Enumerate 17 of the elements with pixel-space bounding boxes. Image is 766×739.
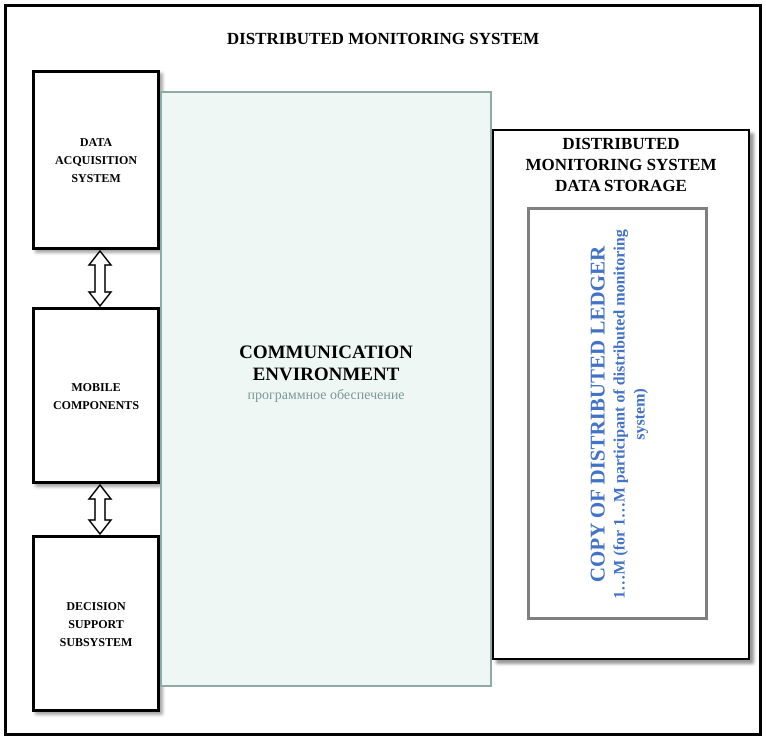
double-arrow	[87, 250, 113, 308]
diagram-title: DISTRIBUTED MONITORING SYSTEM	[226, 29, 540, 49]
box-label: DECISION SUPPORT SUBSYSTEM	[58, 598, 134, 650]
ledger-note: 1…M (for 1…M participant of distributed monitoring system)	[610, 228, 650, 600]
double-arrow	[87, 484, 113, 536]
ledger-title: COPY OF DISTRIBUTED LEDGER	[584, 244, 610, 584]
environment-panel	[160, 91, 492, 687]
process-box	[32, 535, 160, 712]
box-label: MOBILE COMPONENTS	[52, 378, 140, 414]
process-box	[32, 70, 160, 250]
process-box	[32, 307, 160, 484]
storage-heading: DISTRIBUTED MONITORING SYSTEM DATA STORAGE	[524, 133, 718, 196]
ledger-box	[527, 207, 708, 620]
box-label: DATA ACQUISITION SYSTEM	[54, 134, 138, 187]
storage-panel	[492, 129, 750, 660]
environment-sublabel: программное обеспечение	[247, 387, 405, 405]
environment-label: COMMUNICATION ENVIRONMENT	[238, 342, 414, 386]
